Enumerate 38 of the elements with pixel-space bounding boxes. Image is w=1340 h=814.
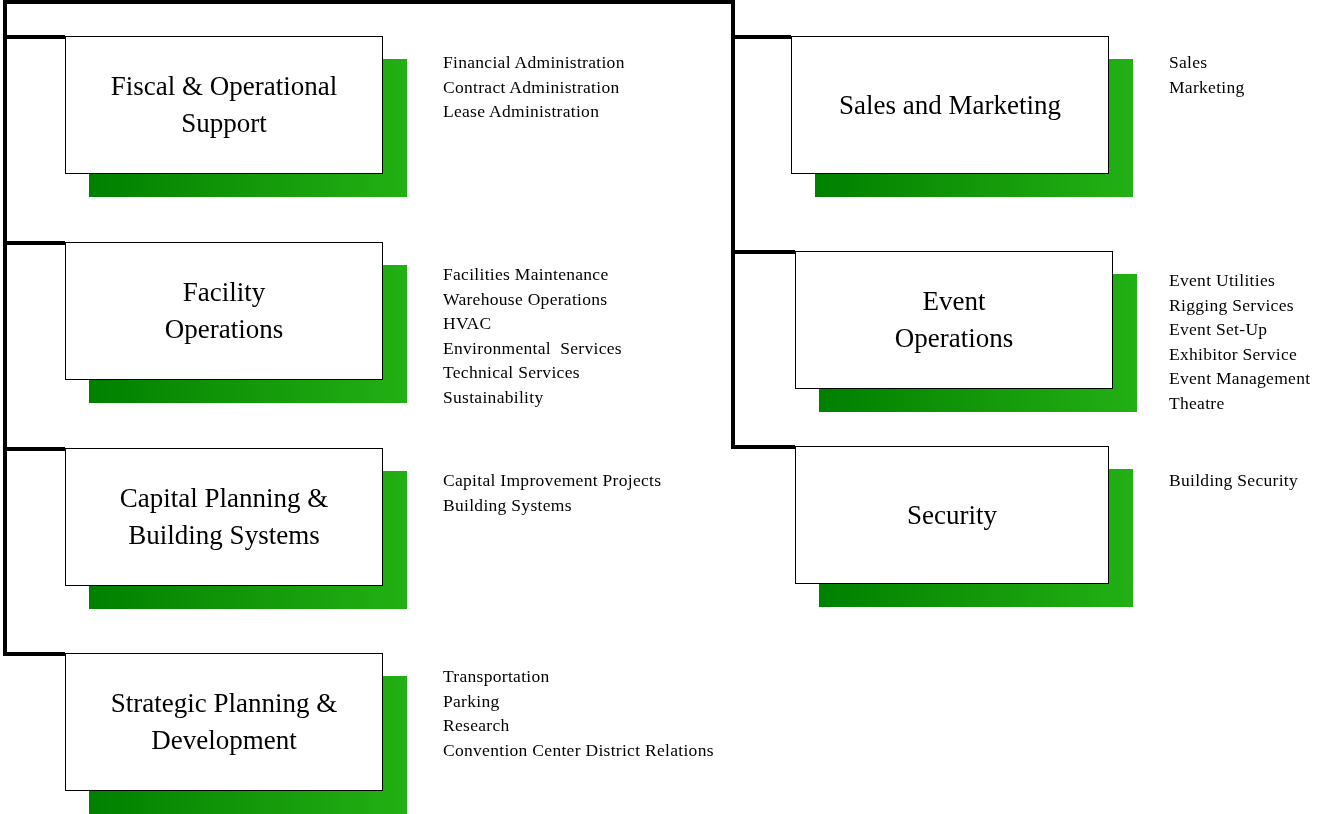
function-list-item: Event Set-Up <box>1169 318 1269 341</box>
function-list-item: Theatre <box>1169 391 1226 415</box>
function-list-item: Environmental Services <box>443 336 622 360</box>
department-box <box>795 251 1113 389</box>
function-list-item: Technical Services <box>443 361 581 384</box>
function-list-item: Sustainability <box>443 385 545 409</box>
department-title: Event Operations <box>893 285 1015 355</box>
function-list-item: Building Systems <box>443 493 573 517</box>
department-title: Security <box>907 498 997 532</box>
department-box <box>791 36 1109 174</box>
department-title: Strategic Planning & Development <box>109 687 339 757</box>
function-list-item: Research <box>443 714 511 737</box>
function-list-item: Convention Center District Relations <box>443 738 714 762</box>
function-list-item: Capital Improvement Projects <box>443 469 662 492</box>
function-list-item: HVAC <box>443 312 493 335</box>
function-list-item: Financial Administration <box>443 51 625 74</box>
function-list-item: Building Security <box>1169 469 1299 492</box>
function-list-item: Sales <box>1169 51 1209 74</box>
function-list-item: Contract Administration <box>443 75 621 99</box>
department-box <box>65 36 383 174</box>
function-list-item: Lease Administration <box>443 100 601 123</box>
department-title: Capital Planning & Building Systems <box>118 482 330 552</box>
function-list-item: Event Utilities <box>1169 269 1277 292</box>
function-list-item: Rigging Services <box>1169 293 1295 317</box>
department-box <box>65 653 383 791</box>
department-title: Sales and Marketing <box>839 88 1061 122</box>
function-list-item: Transportation <box>443 665 551 688</box>
department-box <box>65 242 383 380</box>
function-list-item: Warehouse Operations <box>443 287 609 311</box>
function-list-item: Facilities Maintenance <box>443 263 610 286</box>
function-list-item: Exhibitor Service <box>1169 342 1299 366</box>
function-list-item: Parking <box>443 689 501 713</box>
function-list-item: Event Management <box>1169 367 1311 390</box>
department-box <box>65 448 383 586</box>
department-title: Facility Operations <box>163 276 285 346</box>
department-box <box>795 446 1109 584</box>
department-title: Fiscal & Operational Support <box>109 70 339 140</box>
function-list-item: Marketing <box>1169 75 1245 99</box>
